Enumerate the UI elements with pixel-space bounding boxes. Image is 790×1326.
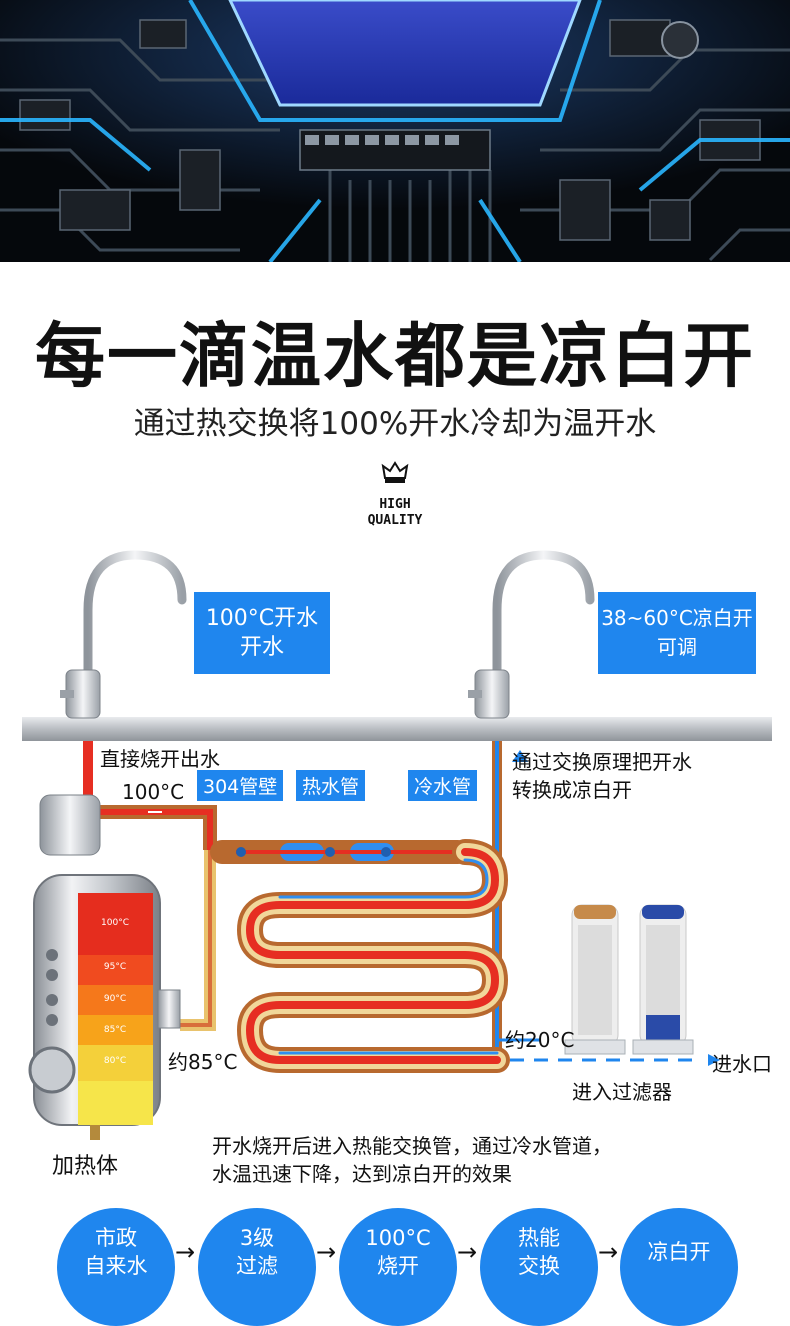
flow-step-2-line2: 过滤 <box>236 1254 278 1278</box>
flow-step-1-line1: 市政 <box>95 1226 137 1250</box>
label-exchange-line1: 通过交换原理把开水 <box>512 750 692 774</box>
tag-hot-pipe: 热水管 <box>296 770 366 801</box>
crown-icon <box>381 460 409 486</box>
flow-step-3-line2: 烧开 <box>377 1254 419 1278</box>
flow-step-cool-water: 凉白开 <box>620 1208 738 1326</box>
gauge-level-95: 95°C <box>103 962 127 972</box>
tag-304-pipe: 304管壁 <box>197 770 284 801</box>
right-faucet-label-line2: 可调 <box>657 635 697 659</box>
left-faucet-label-box: 100°C开水 开水 <box>194 592 330 674</box>
tag-cold-pipe: 冷水管 <box>408 770 478 801</box>
label-enter-filter: 进入过滤器 <box>572 1080 672 1104</box>
desc-line2: 水温迅速下降，达到凉白开的效果 <box>212 1162 512 1186</box>
hero-circuit-image <box>0 0 790 262</box>
flow-arrow-1: → <box>175 1238 196 1266</box>
label-water-inlet: 进水口 <box>712 1052 772 1076</box>
label-exchange-line2: 转换成凉白开 <box>512 778 632 802</box>
flow-step-4-line1: 热能 <box>518 1226 560 1250</box>
page-title: 每一滴温水都是凉白开 <box>35 315 755 397</box>
heat-exchange-diagram <box>22 550 772 1140</box>
flow-step-5-line1: 凉白开 <box>647 1240 711 1264</box>
flow-step-4-line2: 交换 <box>518 1254 560 1278</box>
right-faucet-label-box: 38~60°C凉白开 可调 <box>598 592 756 674</box>
flow-step-boil: 100°C 烧开 <box>339 1208 457 1326</box>
gauge-level-100: 100°C <box>101 918 129 928</box>
flow-arrow-2: → <box>316 1238 337 1266</box>
flow-step-heat-exchange: 热能 交换 <box>480 1208 598 1326</box>
left-faucet-label-line1: 100°C开水 <box>205 606 319 631</box>
flow-step-2-line1: 3级 <box>239 1226 275 1250</box>
filter-left-icon <box>564 904 626 1055</box>
label-temp-20: 约20°C <box>505 1028 575 1052</box>
label-heater: 加热体 <box>52 1154 119 1179</box>
label-direct-boil: 直接烧开出水 <box>100 747 220 771</box>
left-faucet-label-line2: 开水 <box>239 635 284 660</box>
gauge-level-80: 80°C <box>103 1056 127 1066</box>
flow-step-3-line1: 100°C <box>365 1226 431 1250</box>
circuit-board-illustration <box>0 0 790 262</box>
badge-text-line1: HIGH <box>379 497 411 512</box>
right-faucet-icon <box>468 550 595 719</box>
heater-tank-icon <box>28 794 181 1140</box>
badge-text-line2: QUALITY <box>367 513 423 528</box>
page-subtitle: 通过热交换将100%开水冷却为温开水 <box>133 406 657 442</box>
flow-step-tap-water: 市政 自来水 <box>57 1208 175 1326</box>
label-temp-85: 约85°C <box>168 1050 238 1074</box>
gauge-level-90: 90°C <box>103 994 127 1004</box>
flow-step-1-line2: 自来水 <box>84 1254 148 1278</box>
flow-arrow-4: → <box>598 1238 619 1266</box>
label-temp-100: 100°C <box>122 780 185 804</box>
gauge-level-85: 85°C <box>103 1025 127 1035</box>
left-faucet-icon <box>60 550 187 719</box>
desc-line1: 开水烧开后进入热能交换管，通过冷水管道， <box>212 1134 612 1158</box>
countertop-bar <box>22 717 772 741</box>
flow-step-filter: 3级 过滤 <box>198 1208 316 1326</box>
right-faucet-label-line1: 38~60°C凉白开 <box>601 606 753 630</box>
flow-arrow-3: → <box>457 1238 478 1266</box>
filter-right-icon <box>632 904 694 1055</box>
